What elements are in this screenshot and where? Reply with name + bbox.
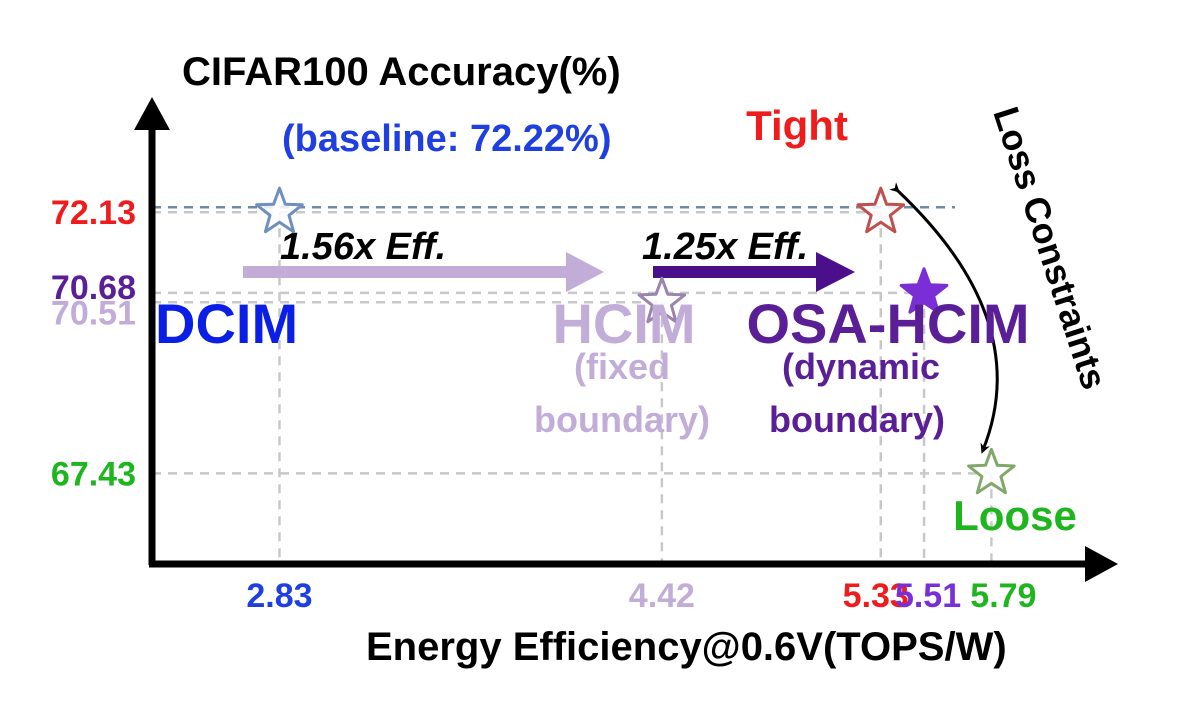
data-point-star	[899, 267, 949, 314]
x-tick-label: 5.51	[895, 577, 961, 615]
loss-constraints-arrow: Loss Constraints	[889, 102, 1115, 454]
x-axis-title: Energy Efficiency@0.6V(TOPS/W)	[366, 625, 1007, 669]
data-point-star	[856, 186, 906, 234]
data-point-star	[637, 276, 687, 324]
hcim-sublabel-1: (fixed	[574, 346, 670, 387]
hcim-sublabel-2: boundary)	[534, 399, 710, 440]
series-annotations: DCIM HCIM (fixed boundary) OSA-HCIM (dyn…	[155, 102, 1077, 539]
y-axis-title: CIFAR100 Accuracy(%)	[182, 50, 621, 94]
baseline-label: (baseline: 72.22%)	[282, 118, 611, 160]
arrow-dcim-to-hcim-label: 1.56x Eff.	[280, 226, 446, 268]
y-tick-label: 67.43	[51, 455, 136, 493]
tight-label: Tight	[746, 102, 848, 149]
data-point-star	[967, 447, 1016, 495]
x-tick-label: 5.33	[843, 577, 909, 615]
osa-hcim-label: OSA-HCIM	[746, 292, 1029, 355]
arrow-dcim-to-hcim-head	[566, 252, 604, 292]
loose-label: Loose	[953, 492, 1077, 539]
x-tick-label: 5.79	[970, 577, 1036, 615]
osa-hcim-sublabel-2: boundary)	[769, 399, 945, 440]
y-tick-label: 70.51	[51, 294, 136, 332]
y-axis-arrowhead	[134, 97, 170, 130]
y-tick-label: 72.13	[51, 194, 136, 232]
y-tick-label: 70.68	[51, 269, 136, 307]
data-points	[255, 186, 1016, 495]
loss-constraints-curve	[889, 182, 999, 454]
osa-hcim-sublabel-1: (dynamic	[782, 346, 940, 387]
axes	[134, 97, 1118, 582]
arrow-hcim-to-osa-label: 1.25x Eff.	[642, 226, 808, 268]
efficiency-arrows: 1.56x Eff. 1.25x Eff.	[243, 226, 855, 292]
hcim-label: HCIM	[552, 292, 695, 355]
arrow-hcim-to-osa-head	[816, 252, 855, 292]
x-tick-label: 2.83	[246, 577, 312, 615]
dcim-label: DCIM	[155, 292, 298, 355]
x-tick-label: 4.42	[629, 577, 695, 615]
data-point-star	[255, 186, 304, 234]
x-axis-arrowhead	[1085, 546, 1118, 582]
